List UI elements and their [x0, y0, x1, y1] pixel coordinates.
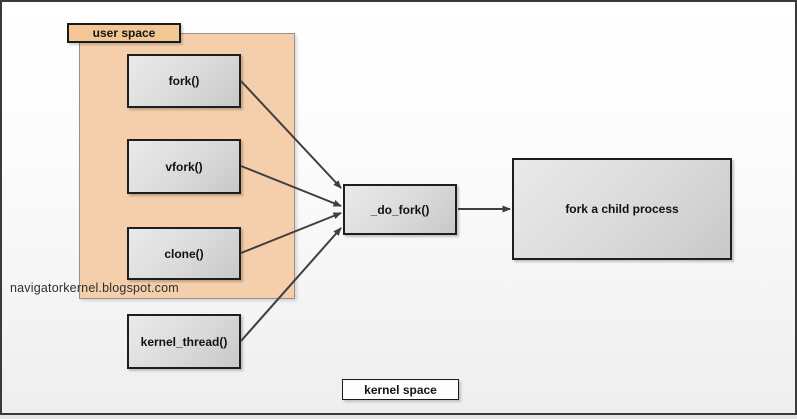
node-clone-label: clone()	[164, 246, 204, 261]
kernel-space-label-text: kernel space	[364, 382, 437, 397]
node-vfork: vfork()	[127, 139, 241, 194]
node-fork: fork()	[127, 54, 241, 108]
node-do-fork-label: _do_fork()	[370, 202, 430, 217]
node-fork-child-process: fork a child process	[512, 158, 732, 260]
node-kernel-thread: kernel_thread()	[127, 314, 241, 369]
kernel-space-label: kernel space	[342, 379, 459, 400]
watermark-text: navigatorkernel.blogspot.com	[10, 281, 179, 295]
user-space-label: user space	[67, 23, 181, 43]
user-space-label-text: user space	[92, 26, 156, 40]
node-clone: clone()	[127, 227, 241, 280]
node-kernel-thread-label: kernel_thread()	[140, 334, 228, 349]
node-do-fork: _do_fork()	[343, 184, 457, 235]
bottom-strip	[0, 415, 797, 419]
node-fork-child-process-label: fork a child process	[565, 202, 679, 216]
node-fork-label: fork()	[168, 74, 200, 88]
node-vfork-label: vfork()	[165, 159, 203, 174]
